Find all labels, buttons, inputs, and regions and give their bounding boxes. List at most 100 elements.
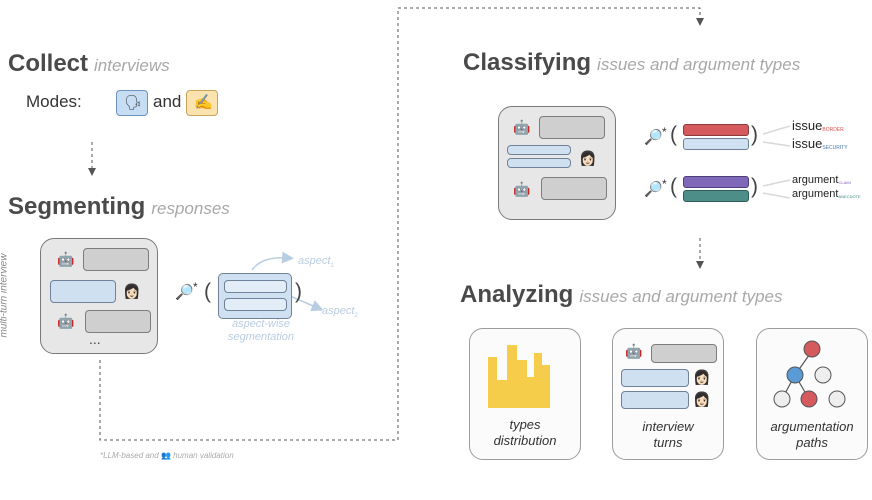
user-message xyxy=(621,391,689,409)
segment-bar xyxy=(224,280,287,293)
argument-sub-claim: CLAIM xyxy=(838,180,851,185)
issue-bar-border xyxy=(683,124,749,136)
issue-sub-border: BORDER xyxy=(822,127,844,133)
bot-message xyxy=(541,177,607,200)
caption-line1: interview xyxy=(642,419,694,434)
tree-node xyxy=(800,390,818,408)
caption-line2: turns xyxy=(653,435,683,450)
classifying-subtitle: issues and argument types xyxy=(597,55,801,74)
paren-open: ( xyxy=(670,175,677,198)
issue-bar-security xyxy=(683,138,749,150)
issue-text: issue xyxy=(792,118,823,133)
aspect-1-text: aspect xyxy=(298,255,331,267)
tree-node xyxy=(814,366,832,384)
robot-icon: 🤖 xyxy=(513,119,531,135)
argument-anecdote-label: argumentANECDOTE xyxy=(792,188,861,200)
segmenting-heading: Segmenting responses xyxy=(8,193,230,221)
path-segmenting-to-classifying xyxy=(99,7,704,441)
and-label: and xyxy=(153,92,182,111)
argumentation-paths-card: argumentation paths xyxy=(756,328,868,460)
multi-turn-interview-label: multi-turn interview xyxy=(0,253,10,338)
argument-bar-claim xyxy=(683,176,749,188)
argument-tree-graphic xyxy=(773,340,846,408)
issue-text: issue xyxy=(792,136,823,151)
robot-icon: 🤖 xyxy=(513,181,531,197)
interview-card: 🤖 👩🏻 🤖 ... xyxy=(40,238,158,354)
writing-hand-icon: ✍ xyxy=(194,94,213,111)
caption-line1: types xyxy=(509,417,541,432)
robot-icon: 🤖 xyxy=(57,251,75,267)
caption-line2: distribution xyxy=(493,433,557,448)
segmentation-caption: aspect-wise segmentation xyxy=(216,318,306,344)
caption-line2: paths xyxy=(796,435,828,450)
collect-heading: Collect interviews xyxy=(8,50,170,78)
segment-bar xyxy=(224,298,287,311)
footnote-prefix: *LLM-based and xyxy=(100,451,159,460)
user-message xyxy=(621,369,689,387)
collect-subtitle: interviews xyxy=(94,56,170,75)
aspect-2-sub: 2 xyxy=(354,313,358,320)
woman-icon: 👩🏻 xyxy=(693,391,711,407)
issue-sub-security: SECURITY xyxy=(822,145,848,151)
arrow-argument-1 xyxy=(762,179,791,187)
asterisk: * xyxy=(193,280,198,294)
magnifier-icon: 🔎 xyxy=(644,181,663,198)
people-icon: 👥 xyxy=(160,451,171,460)
speaking-head-icon: 🗣 xyxy=(124,94,142,110)
argumentation-paths-caption: argumentation paths xyxy=(757,419,867,451)
argument-text: argument xyxy=(792,174,839,186)
issue-security-label: issueSECURITY xyxy=(792,136,848,151)
robot-icon: 🤖 xyxy=(57,313,75,329)
issue-border-label: issueBORDER xyxy=(792,118,844,133)
paren-open: ( xyxy=(204,280,211,303)
paren-close: ) xyxy=(751,175,758,198)
arrow-aspect-2 xyxy=(289,295,324,312)
magnifier-icon: 🔎 xyxy=(175,284,194,301)
woman-icon: 👩🏻 xyxy=(693,369,711,385)
magnifier-icon: 🔎 xyxy=(644,129,663,146)
analyzing-title: Analyzing xyxy=(460,281,574,308)
footnote: *LLM-based and 👥 human validation xyxy=(100,451,234,460)
arrow-issue-1 xyxy=(762,125,791,135)
collect-title: Collect xyxy=(8,50,89,77)
aspect-1-label: aspect1 xyxy=(298,255,334,269)
tree-node xyxy=(786,366,804,384)
interview-turns-card: 🤖 👩🏻 👩🏻 interview turns xyxy=(612,328,724,460)
aspect-2-label: aspect2 xyxy=(322,305,358,319)
argument-text: argument xyxy=(792,188,839,200)
bot-message xyxy=(83,248,149,271)
segmenting-subtitle: responses xyxy=(151,199,230,218)
interview-turns-caption: interview turns xyxy=(613,419,723,451)
modes-label: Modes: xyxy=(26,92,82,111)
segmenting-title: Segmenting xyxy=(8,193,146,220)
classify-interview-card: 🤖 👩🏻 🤖 xyxy=(498,106,616,220)
argument-sub-anecdote: ANECDOTE xyxy=(838,194,861,199)
types-distribution-card: types distribution xyxy=(469,328,581,460)
aspect-1-sub: 1 xyxy=(330,263,334,270)
user-message xyxy=(50,280,116,303)
mode-writing-box: ✍ xyxy=(186,90,218,116)
segmentation-caption-line2: segmentation xyxy=(227,331,295,343)
paren-close: ) xyxy=(295,280,302,303)
mode-speech-box: 🗣 xyxy=(116,90,148,116)
footnote-suffix: human validation xyxy=(173,451,234,460)
tree-node xyxy=(773,390,791,408)
aspect-2-text: aspect xyxy=(322,305,355,317)
arrow-argument-2 xyxy=(762,192,791,199)
tree-node xyxy=(828,390,846,408)
paren-open: ( xyxy=(670,123,677,146)
user-message-red xyxy=(507,145,571,155)
argument-claim-label: argumentCLAIM xyxy=(792,174,851,186)
segmentation-caption-line1: aspect-wise xyxy=(231,318,291,330)
argument-bar-anecdote xyxy=(683,190,749,202)
arrow-issue-2 xyxy=(762,141,791,147)
woman-icon: 👩🏻 xyxy=(579,150,597,166)
woman-icon: 👩🏻 xyxy=(123,283,141,299)
histogram-graphic xyxy=(488,345,550,408)
types-distribution-caption: types distribution xyxy=(470,417,580,449)
arrow-aspect-1 xyxy=(251,251,294,271)
bot-message xyxy=(651,344,717,363)
